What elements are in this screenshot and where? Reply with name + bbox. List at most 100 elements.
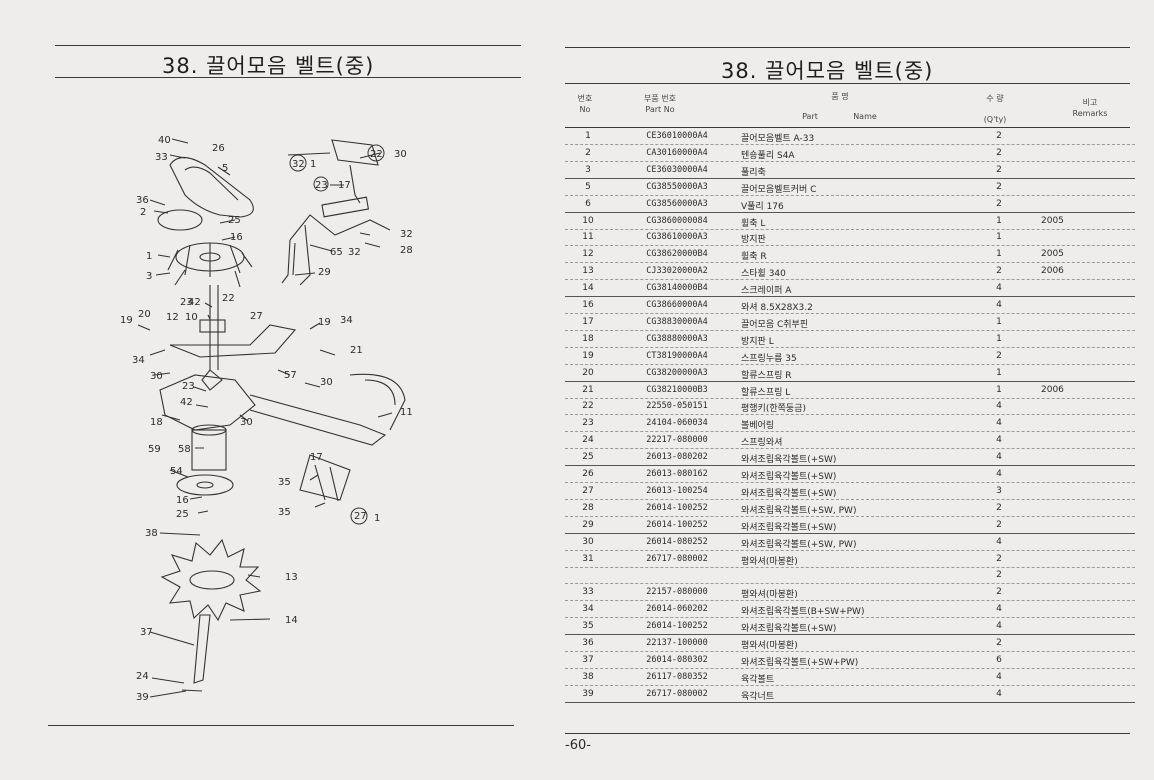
title-rule-top-right [565, 47, 1130, 48]
callout-27: 27 [250, 311, 263, 322]
callout-1: 1 [310, 159, 316, 170]
part-number-cell: 28 [582, 502, 594, 513]
quantity-cell: 4 [996, 401, 1002, 412]
header-part-no-ko: 부품 번호 [644, 94, 676, 103]
callout-25: 25 [228, 215, 241, 226]
callout-24: 24 [136, 671, 149, 682]
part-name-cell: 평와셔(마봉환) [741, 641, 798, 651]
part-number-cell: 23 [582, 418, 594, 429]
part-name-cell: 할류스프링 R [741, 370, 792, 381]
part-code-cell: CG38560000A3 [646, 198, 708, 209]
quantity-cell: 2 [996, 570, 1002, 581]
quantity-cell: 2 [996, 638, 1002, 648]
part-name-cell: 와셔조립육각볼트(+SW) [741, 624, 837, 635]
callout-16b: 16 [176, 495, 189, 506]
callout-3: 3 [146, 271, 152, 282]
part-number-cell: 33 [582, 587, 594, 598]
part-code-cell: 26013-100254 [646, 485, 708, 496]
upper-pulley [157, 209, 203, 231]
quantity-cell: 1 [996, 249, 1002, 260]
quantity-cell: 4 [996, 536, 1002, 547]
row-separator [565, 448, 1135, 450]
part-code-cell: CE36010000A4 [646, 131, 708, 141]
part-name-cell: 평와셔(마봉환) [741, 590, 798, 601]
part-code-cell: 26013-080162 [646, 469, 708, 479]
part-number-cell: 36 [582, 638, 594, 648]
part-code-cell: CG38550000A3 [646, 181, 708, 192]
header-no-en: No [579, 105, 591, 114]
callout-23b: 23 [180, 297, 193, 308]
row-separator [565, 296, 1135, 298]
title-rule-bottom-right [565, 83, 1130, 84]
part-number-cell: 31 [582, 553, 594, 564]
part-code-cell: CA30160000A4 [646, 147, 708, 158]
callout-23c: 23 [182, 381, 195, 392]
part-name-cell: 휠축 R [741, 252, 767, 263]
part-name-cell: 와셔조립육각볼트(+SW) [741, 488, 837, 499]
part-number-cell: 29 [582, 519, 594, 530]
top-bracket [331, 139, 379, 166]
row-separator [565, 701, 1135, 703]
row-separator [565, 583, 1135, 585]
row-separator [565, 549, 1135, 551]
callout-65: 65 [330, 247, 343, 258]
part-name-cell: 와셔조립육각볼트(+SW, PW) [741, 539, 857, 550]
callout-54: 54 [170, 466, 183, 477]
part-number-cell: 34 [582, 604, 594, 615]
callout-22b: 22 [222, 293, 235, 304]
scraper-blade [193, 614, 211, 684]
quantity-cell: 4 [996, 283, 1002, 294]
callout-21: 21 [350, 345, 363, 356]
quantity-cell: 4 [996, 688, 1002, 699]
callout-39: 39 [136, 692, 149, 703]
part-name-cell: 평행키(한쪽둥금) [741, 404, 806, 415]
part-name-cell: 평와셔(마봉환) [741, 556, 798, 567]
callout-32: 32 [292, 159, 305, 170]
callout-22: 22 [370, 149, 383, 160]
quantity-cell: 2 [996, 147, 1002, 158]
header-part-name-en-1: Part [802, 112, 818, 121]
remarks-cell: 2006 [1041, 266, 1064, 277]
header-no-ko: 번호 [577, 94, 593, 103]
part-number-cell: 30 [582, 536, 594, 547]
left-page: 38. 끌어모음 벨트(중) [0, 0, 545, 780]
part-code-cell: CJ33020000A2 [646, 266, 708, 277]
part-code-cell: CG38610000A3 [646, 232, 708, 243]
part-code-cell: 26014-100252 [646, 502, 708, 513]
callout-12: 12 [166, 312, 179, 323]
bottom-rule-right [565, 733, 1130, 734]
callout-30c: 30 [320, 377, 333, 388]
callout-11: 11 [400, 407, 413, 418]
part-code-cell: CG38880000A3 [646, 333, 708, 344]
header-rule [565, 127, 1130, 128]
part-number-cell: 21 [582, 384, 594, 395]
callout-37: 14 [285, 615, 298, 626]
remarks-cell: 2005 [1041, 249, 1064, 260]
part-name-cell: 와셔조립육각볼트(B+SW+PW) [741, 607, 865, 618]
part-code-cell: 26013-080202 [646, 452, 708, 463]
quantity-cell: 4 [996, 418, 1002, 429]
quantity-cell: 6 [996, 654, 1002, 665]
part-name-cell: 볼베어링 [741, 421, 775, 432]
right-page: 38. 끌어모음 벨트(중) 번호 No 부품 번호 Part No 품 명 P… [545, 0, 1154, 780]
quantity-cell: 4 [996, 604, 1002, 615]
bottom-rule-left [48, 725, 514, 726]
support-arm [249, 394, 387, 446]
callout-36: 36 [136, 195, 149, 206]
row-separator [565, 160, 1135, 162]
quantity-cell: 2 [996, 519, 1002, 530]
part-number-cell: 25 [582, 452, 594, 463]
part-code-cell: 26717-080002 [646, 553, 708, 564]
part-code-cell: CG38830000A4 [646, 316, 708, 327]
part-code-cell: CG38200000A3 [646, 367, 708, 378]
row-separator [565, 634, 1135, 636]
